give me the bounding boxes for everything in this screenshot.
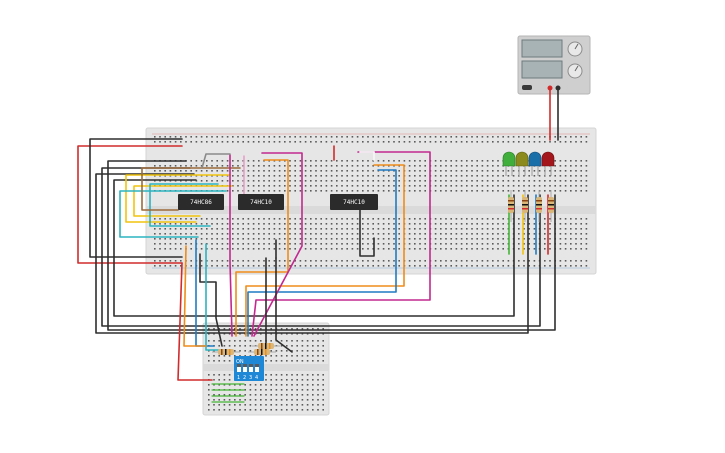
wire-magenta-3[interactable] <box>251 151 431 337</box>
wire-teal-2[interactable] <box>149 183 219 227</box>
led-green[interactable] <box>502 151 516 176</box>
dip-toggle-3[interactable] <box>249 364 253 372</box>
power-supply[interactable] <box>517 35 591 95</box>
wire-white-1[interactable] <box>359 151 375 161</box>
leds <box>502 151 555 176</box>
wire-dark-chip-ground-3[interactable] <box>199 253 223 347</box>
wire-dark-loop-3[interactable] <box>101 167 541 327</box>
resistor-switch-1[interactable] <box>212 349 240 355</box>
wire-yellow-2[interactable] <box>133 185 233 217</box>
resistor-led-2[interactable] <box>522 190 528 222</box>
led-red[interactable] <box>541 151 555 176</box>
dip-position-1: 1 <box>237 375 240 381</box>
supply-display-current <box>521 60 563 79</box>
wire-yellow-1[interactable] <box>125 174 231 223</box>
dip-toggle-4[interactable] <box>255 364 259 372</box>
led-resistors <box>508 190 554 222</box>
dip-toggle-1[interactable] <box>237 364 241 372</box>
wires <box>77 87 559 403</box>
power-switch[interactable] <box>522 85 532 90</box>
dip-switch-on-label: ON <box>236 359 244 365</box>
pulldown-resistors <box>212 343 280 355</box>
chip-label-1: 74HC86 <box>190 199 212 206</box>
dip-position-3: 3 <box>249 375 252 381</box>
led-olive[interactable] <box>515 151 529 176</box>
chip-74hc86[interactable]: 74HC86 <box>178 194 224 210</box>
wire-dark-loop-1[interactable] <box>89 138 183 258</box>
wire-red-switch-supply[interactable] <box>177 262 213 381</box>
wire-dark-loop-2[interactable] <box>107 160 556 331</box>
resistor-switch-3[interactable] <box>252 343 280 349</box>
resistor-switch-2[interactable] <box>248 349 276 355</box>
dip-switch[interactable]: ON 1 2 3 4 <box>234 356 264 381</box>
chip-74hc10-a[interactable]: 74HC10 <box>238 194 284 210</box>
wire-magenta-2[interactable] <box>253 152 303 337</box>
wire-orange-2[interactable] <box>245 164 405 337</box>
supply-display-voltage <box>521 39 563 58</box>
led-blue[interactable] <box>528 151 542 176</box>
chip-label-3: 74HC10 <box>343 199 365 206</box>
wire-dark-loop-4[interactable] <box>95 173 529 334</box>
wire-dark-switch-1[interactable] <box>275 257 293 353</box>
wire-brown-1[interactable] <box>141 167 241 211</box>
resistor-led-1[interactable] <box>508 190 514 222</box>
resistor-led-3[interactable] <box>536 190 542 222</box>
main-breadboard-holes <box>154 136 588 267</box>
dip-toggle-2[interactable] <box>243 364 247 372</box>
chip-74hc10-b[interactable]: 74HC10 <box>330 194 378 210</box>
dip-position-4: 4 <box>255 375 258 381</box>
wire-dark-chip-ground[interactable] <box>359 207 375 257</box>
wire-red-loop[interactable] <box>77 145 183 264</box>
ic-chips: 74HC86 74HC10 74HC10 <box>178 194 378 210</box>
wire-orange-switch[interactable] <box>183 245 207 347</box>
wire-teal-1[interactable] <box>119 190 227 238</box>
chip-label-2: 74HC10 <box>250 199 272 206</box>
dip-position-2: 2 <box>243 375 246 381</box>
wire-magenta-1[interactable] <box>229 154 233 337</box>
resistor-led-4[interactable] <box>548 190 554 222</box>
wire-gray-1[interactable] <box>201 153 231 169</box>
wire-blue-1[interactable] <box>247 169 397 337</box>
